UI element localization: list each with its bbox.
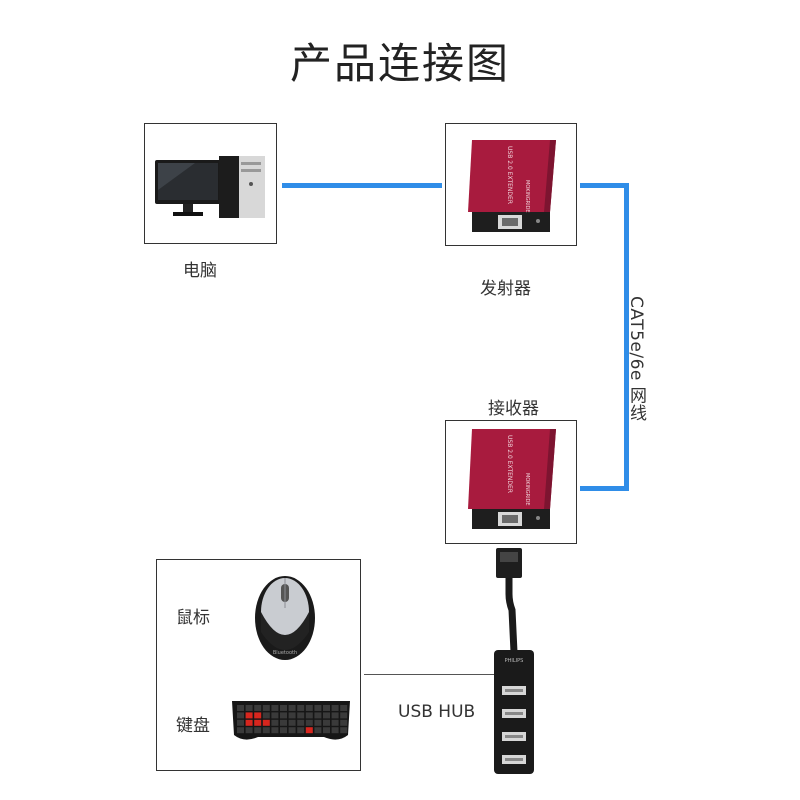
keyboard-key (263, 705, 270, 711)
keyboard-key (323, 712, 330, 718)
keyboard-key (280, 712, 287, 718)
keyboard-key (306, 720, 313, 726)
device-brand-text: MOKINGRIDE (524, 180, 530, 213)
transmitter-box: USB 2.0 EXTENDER MOKINGRIDE (445, 123, 577, 246)
mouse-brand-text: Bluetooth (273, 650, 297, 656)
device-model-text: USB 2.0 EXTENDER (506, 435, 513, 493)
keyboard-key (314, 712, 321, 718)
keyboard-key (263, 712, 270, 718)
keyboard-icon (228, 697, 354, 745)
keyboard-key (246, 720, 253, 726)
keyboard-key (271, 705, 278, 711)
keyboard-key (332, 727, 339, 733)
keyboard-key (271, 712, 278, 718)
cable-label: CAT5e/6e 网线 (624, 296, 649, 422)
keyboard-key (237, 727, 244, 733)
keyboard-key (263, 727, 270, 733)
keyboard-key (297, 720, 304, 726)
keyboard-key (306, 712, 313, 718)
keyboard-key (306, 727, 313, 733)
usb-hub-label: USB HUB (398, 702, 475, 722)
keyboard-key (314, 705, 321, 711)
cable-transmitter-right (580, 183, 628, 188)
keyboard-key (271, 727, 278, 733)
keyboard-key (289, 712, 296, 718)
transmitter-label: 发射器 (480, 274, 531, 299)
mouse-icon: Bluetooth (250, 572, 320, 662)
keyboard-key (332, 705, 339, 711)
device-brand-text: MOKINGRIDE (524, 473, 530, 506)
keyboard-key (314, 727, 321, 733)
keyboard-key (306, 705, 313, 711)
keyboard-key (289, 727, 296, 733)
keyboard-key (237, 712, 244, 718)
hub-brand-text: PHILIPS (505, 658, 524, 664)
keyboard-key (289, 705, 296, 711)
keyboard-key (332, 712, 339, 718)
keyboard-key (254, 727, 261, 733)
keyboard-key (246, 705, 253, 711)
keyboard-key (280, 727, 287, 733)
keyboard-key (297, 727, 304, 733)
cable-computer-transmitter (282, 183, 442, 188)
keyboard-key (280, 720, 287, 726)
hub-connection-line (364, 674, 496, 675)
keyboard-key (323, 705, 330, 711)
extender-device-icon: USB 2.0 EXTENDER MOKINGRIDE (446, 124, 578, 247)
keyboard-key (254, 720, 261, 726)
keyboard-key (332, 720, 339, 726)
keyboard-key (254, 712, 261, 718)
page-title: 产品连接图 (0, 30, 800, 91)
keyboard-key (323, 720, 330, 726)
keyboard-key (314, 720, 321, 726)
keyboard-key (237, 705, 244, 711)
keyboard-key (340, 720, 347, 726)
receiver-box: USB 2.0 EXTENDER MOKINGRIDE (445, 420, 577, 544)
keyboard-key (297, 712, 304, 718)
device-model-text: USB 2.0 EXTENDER (506, 146, 513, 204)
keyboard-key (280, 705, 287, 711)
keyboard-key (323, 727, 330, 733)
keyboard-key (246, 712, 253, 718)
keyboard-key (263, 720, 270, 726)
cable-receiver-right (580, 486, 628, 491)
keyboard-label: 键盘 (176, 711, 210, 736)
keyboard-key (237, 720, 244, 726)
keyboard-key (340, 712, 347, 718)
keyboard-key (340, 727, 347, 733)
computer-box (144, 123, 277, 244)
mouse-label: 鼠标 (176, 603, 210, 628)
usb-hub-icon: PHILIPS (490, 546, 540, 776)
keyboard-key (246, 727, 253, 733)
keyboard-key (289, 720, 296, 726)
keyboard-key (254, 705, 261, 711)
keyboard-key (297, 705, 304, 711)
keyboard-key (340, 705, 347, 711)
computer-label: 电脑 (183, 256, 217, 281)
keyboard-key (271, 720, 278, 726)
desktop-computer-icon (145, 124, 278, 245)
receiver-label: 接收器 (488, 394, 539, 419)
extender-device-icon: USB 2.0 EXTENDER MOKINGRIDE (446, 421, 578, 545)
